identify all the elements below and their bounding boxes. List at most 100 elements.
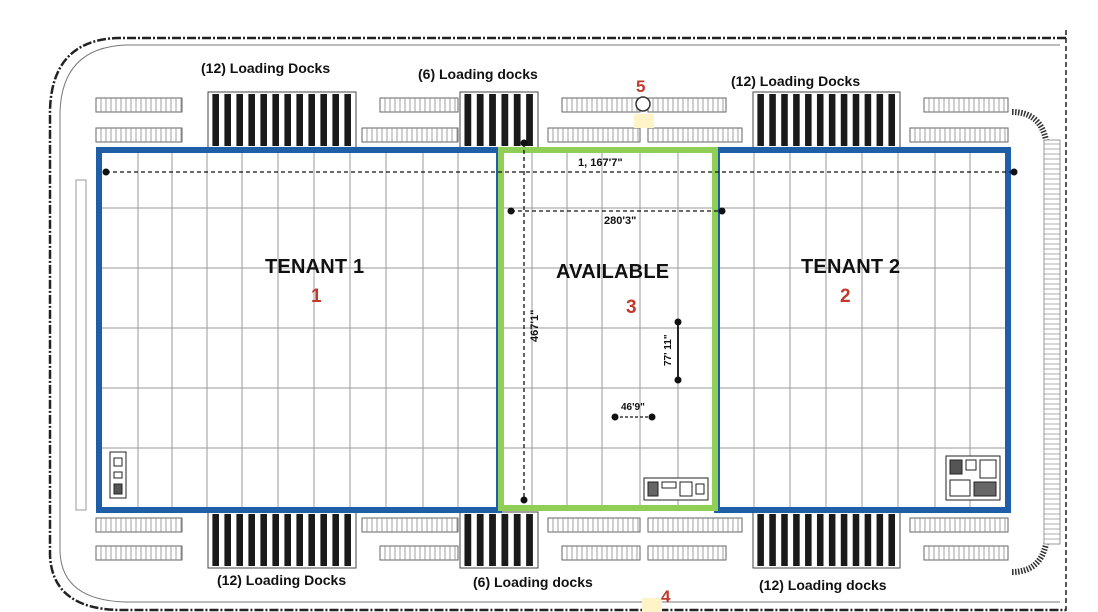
parking-row-frame — [95, 517, 183, 533]
office-block-tenant-2 — [945, 455, 1001, 501]
dock-door — [526, 94, 533, 146]
dock-door — [272, 94, 279, 146]
dock-door — [864, 94, 872, 146]
dock-door — [513, 94, 521, 146]
left-parking-strip — [75, 179, 87, 511]
inner-road — [59, 44, 1060, 603]
dock-door — [224, 514, 231, 566]
dock-door — [840, 514, 848, 566]
parking-row-frame — [547, 127, 641, 143]
dock-door — [212, 514, 219, 566]
dock-label-top-center: (6) Loading docks — [418, 66, 538, 82]
parking-row-frame — [547, 517, 641, 533]
dock-door — [260, 94, 267, 146]
dock-door — [464, 514, 472, 566]
dock-door — [489, 94, 496, 146]
loading-dock-banks — [207, 91, 901, 569]
marker-5-label: 5 — [636, 77, 646, 96]
dock-label-bottom-center: (6) Loading docks — [473, 574, 593, 590]
dock-door — [464, 94, 472, 146]
tenant-1-outline — [96, 147, 502, 513]
dock-door — [852, 94, 860, 146]
dimension-label-available-width: 280'3" — [604, 215, 637, 227]
dock-label-top-left: (12) Loading Docks — [201, 60, 331, 76]
right-parking-stalls — [1044, 143, 1060, 540]
dock-door — [828, 514, 836, 566]
dock-door — [332, 514, 339, 566]
parking-row-frame — [95, 545, 183, 561]
dock-door — [501, 514, 509, 566]
dock-door — [793, 94, 800, 146]
right-drive-curve-bottom — [1011, 543, 1049, 575]
parking-row-frame — [647, 545, 727, 561]
parking-row-frame — [379, 97, 459, 113]
dock-door — [513, 514, 521, 566]
parking-row-frame — [647, 127, 743, 143]
dock-door — [284, 514, 291, 566]
dock-door — [828, 94, 836, 146]
dock-door — [236, 514, 243, 566]
dock-door — [526, 514, 533, 566]
dimension-available-depth — [520, 139, 528, 504]
dock-door — [296, 514, 303, 566]
available-outline — [498, 147, 718, 511]
dock-door — [320, 94, 327, 146]
dock-door — [284, 94, 291, 146]
dimension-column-horizontal — [611, 413, 656, 421]
dock-door — [476, 94, 484, 146]
unit-title-available: AVAILABLE — [556, 261, 670, 283]
parking-row-frame — [95, 127, 183, 143]
office-block-available — [643, 477, 709, 501]
dock-door — [864, 514, 872, 566]
dimension-column-vertical — [674, 318, 682, 384]
dock-door — [781, 94, 788, 146]
parking-row-frame — [647, 97, 727, 113]
dimension-label-column-horizontal: 46'9" — [621, 402, 645, 413]
dock-door — [489, 514, 496, 566]
dock-door — [888, 514, 896, 566]
dock-label-top-right: (12) Loading Docks — [731, 73, 861, 89]
dock-door — [320, 514, 327, 566]
parking-row-frame — [923, 97, 1009, 113]
dimension-label-column-vertical: 77' 11" — [663, 334, 674, 366]
unit-number-available: 3 — [626, 297, 637, 318]
parking-row-frame — [561, 545, 641, 561]
unit-title-tenant-2: TENANT 2 — [801, 256, 901, 278]
parking-row-frame — [361, 127, 459, 143]
dock-door — [260, 514, 267, 566]
dimension-label-available-depth: 467'1" — [529, 309, 541, 342]
dock-door — [888, 94, 896, 146]
dock-door — [805, 514, 812, 566]
office-block-tenant-1 — [109, 451, 127, 499]
marker-5-pin-icon — [635, 96, 651, 112]
dock-door — [296, 94, 303, 146]
dimension-label-overall-length: 1, 167'7" — [578, 157, 623, 169]
dock-door — [308, 514, 315, 566]
parking-row-frame — [923, 545, 1009, 561]
dock-door — [476, 514, 484, 566]
dock-door — [769, 514, 776, 566]
unit-number-tenant-2: 2 — [840, 286, 851, 307]
parking-stalls — [95, 97, 1009, 561]
column-grid — [102, 153, 1005, 507]
dock-door — [224, 94, 231, 146]
dock-door — [793, 514, 800, 566]
marker-5-highlight — [634, 114, 654, 128]
dock-door — [212, 94, 219, 146]
dimension-available-width — [507, 207, 726, 215]
site-boundary — [48, 36, 1066, 612]
dock-door — [876, 94, 884, 146]
parking-row-frame — [95, 97, 183, 113]
parking-row-frame — [909, 127, 1009, 143]
dock-door — [757, 94, 764, 146]
dock-door — [840, 94, 848, 146]
dock-door — [769, 94, 776, 146]
dock-door — [501, 94, 509, 146]
dock-door — [781, 514, 788, 566]
dock-door — [805, 94, 812, 146]
dimension-overall-length — [102, 168, 1018, 176]
dock-door — [308, 94, 315, 146]
right-drive-curve-top — [1011, 109, 1049, 141]
parking-row-frame — [909, 517, 1009, 533]
